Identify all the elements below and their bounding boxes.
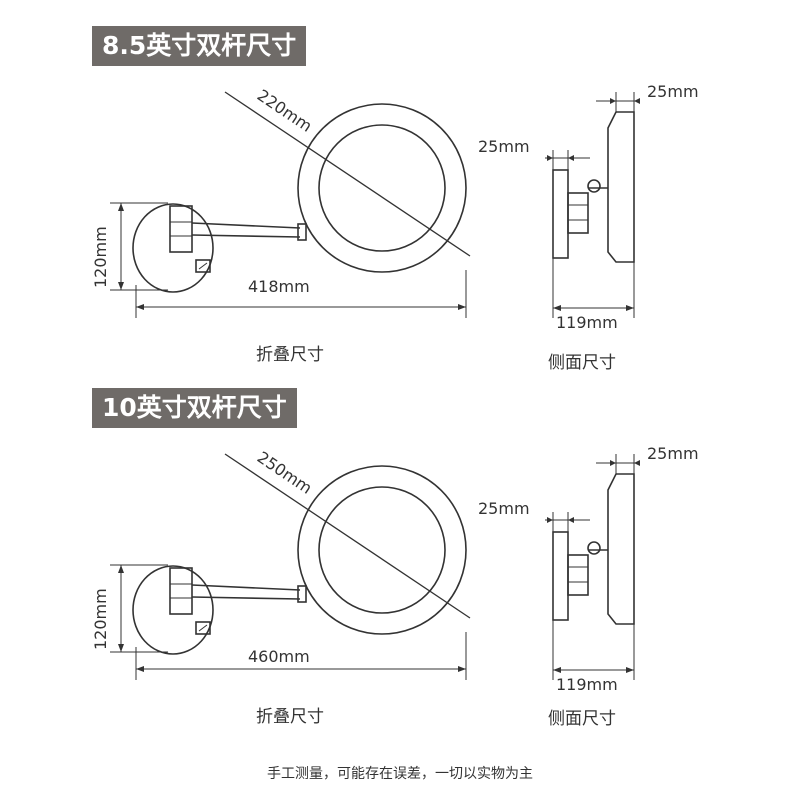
side-depth-label: 119mm — [556, 313, 618, 332]
hinge-block — [169, 567, 193, 615]
mirror-outer-ring — [297, 465, 467, 635]
side-wall-plate — [552, 169, 569, 259]
diameter-line — [224, 453, 471, 619]
front-view-8-5-inch — [110, 91, 471, 318]
width-label: 418mm — [248, 277, 310, 296]
caption-side: 侧面尺寸 — [548, 709, 616, 729]
side-top-label: 25mm — [647, 82, 699, 101]
side-top-label: 25mm — [647, 444, 699, 463]
side-mid-label: 25mm — [478, 499, 530, 518]
front-view-10-inch — [110, 453, 471, 680]
side-mid-label: 25mm — [478, 137, 530, 156]
wall-base-disc — [132, 203, 214, 293]
caption-front: 折叠尺寸 — [256, 345, 324, 365]
side-ball-joint — [587, 541, 601, 555]
diameter-line — [224, 91, 471, 257]
side-view-8-5-inch — [545, 92, 640, 318]
side-mirror-profile — [607, 473, 635, 625]
switch-icon — [195, 259, 211, 273]
side-view-10-inch — [545, 454, 640, 680]
side-hinge — [567, 554, 589, 596]
diameter-label: 250mm — [254, 448, 316, 498]
mirror-outer-ring — [297, 103, 467, 273]
wall-base-disc — [132, 565, 214, 655]
width-label: 460mm — [248, 647, 310, 666]
height-label: 120mm — [91, 226, 110, 288]
footnote: 手工测量，可能存在误差，一切以实物为主 — [267, 766, 533, 782]
caption-front: 折叠尺寸 — [256, 707, 324, 727]
section-title-8-5-inch: 8.5英寸双杆尺寸 — [92, 26, 307, 66]
side-wall-plate — [552, 531, 569, 621]
switch-icon — [195, 621, 211, 635]
side-ball-joint — [587, 179, 601, 193]
diameter-label: 220mm — [254, 86, 316, 136]
side-hinge — [567, 192, 589, 234]
side-depth-label: 119mm — [556, 675, 618, 694]
arm-joint — [297, 223, 307, 241]
mirror-glass — [318, 124, 446, 252]
caption-side: 侧面尺寸 — [548, 353, 616, 373]
side-mirror-profile — [607, 111, 635, 263]
arm-joint — [297, 585, 307, 603]
height-label: 120mm — [91, 588, 110, 650]
section-title-10-inch: 10英寸双杆尺寸 — [92, 388, 297, 428]
mirror-glass — [318, 486, 446, 614]
hinge-block — [169, 205, 193, 253]
